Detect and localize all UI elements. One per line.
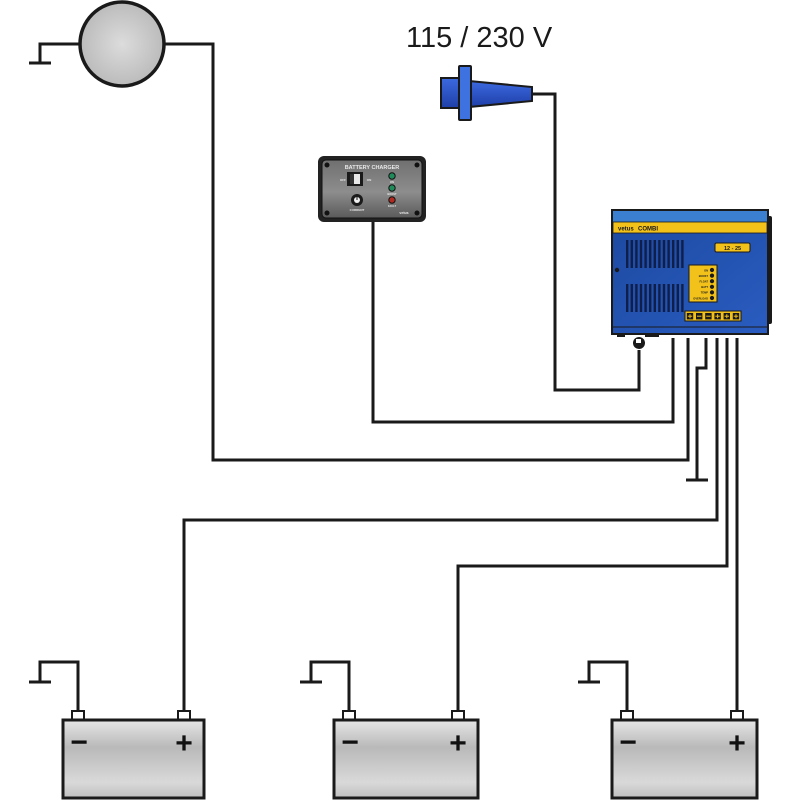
led-on-indicator — [388, 172, 396, 180]
rating-text: 12 - 25 — [724, 246, 741, 252]
vent-slot — [662, 284, 666, 312]
power-switch-rocker — [350, 174, 360, 184]
panel-brand: vetus — [399, 211, 408, 215]
vent-slot — [639, 284, 643, 312]
wires — [29, 42, 739, 712]
vent-slot — [658, 284, 661, 312]
vent-slot — [649, 240, 652, 268]
status-label: FLOAT — [700, 280, 709, 284]
vent-slot — [630, 240, 633, 268]
battery-1-positive-wire — [182, 338, 719, 712]
vent-slot — [662, 240, 666, 268]
status-led-indicator — [709, 284, 715, 289]
battery-case — [61, 718, 206, 800]
positive-symbol: + — [175, 727, 193, 760]
positive-symbol: + — [449, 727, 467, 760]
led-fault-label: FAULT — [388, 204, 397, 208]
battery-case — [332, 718, 480, 800]
terminal-strip — [684, 310, 742, 322]
led-boost-label: BOOST — [387, 192, 397, 196]
lamp-ground-wire — [38, 42, 80, 62]
status-label: ON — [704, 268, 708, 272]
vent-slot — [639, 240, 643, 268]
vent-slot — [658, 240, 661, 268]
lamp-bulb-icon — [78, 0, 166, 88]
negative-symbol: − — [70, 726, 88, 759]
switch-on-label: ON — [367, 178, 372, 182]
status-led-indicator — [709, 279, 715, 284]
charger-label-band — [612, 221, 768, 234]
status-label: TEMP — [701, 291, 708, 295]
vent-slot — [635, 284, 638, 312]
vent-slot — [676, 284, 679, 312]
panel-screw-icon — [414, 210, 420, 216]
led-boost-indicator — [388, 184, 396, 192]
vent-slot — [667, 284, 670, 312]
vent-slot — [626, 284, 629, 312]
battery-negative-wire — [587, 660, 629, 712]
charger-model: COMBI — [638, 227, 658, 233]
status-led-indicator — [709, 267, 715, 273]
vent-slot — [667, 240, 670, 268]
status-led-indicator — [709, 295, 715, 301]
battery-1[interactable]: −+ — [29, 660, 206, 800]
battery-case — [610, 718, 759, 800]
battery-negative-wire — [38, 660, 80, 712]
shore-power-plug[interactable] — [440, 65, 533, 121]
status-label: BATT — [701, 285, 708, 289]
battery-negative-wire — [309, 660, 351, 712]
panel-screw-icon — [324, 162, 330, 168]
vent-slot — [644, 240, 647, 268]
vent-slot — [626, 240, 629, 268]
plug-flange — [458, 65, 472, 121]
vent-slot — [672, 240, 675, 268]
status-label: OVERLOAD — [693, 296, 708, 300]
charger-ground-wire — [695, 338, 708, 480]
remote-panel-wire — [371, 222, 675, 424]
negative-symbol: − — [341, 726, 359, 759]
ac-supply-wire — [532, 92, 641, 392]
lamp[interactable] — [78, 0, 166, 88]
lamp-to-charger-wire — [164, 42, 690, 462]
status-led-indicator — [709, 273, 715, 278]
panel-screw-icon — [324, 210, 330, 216]
vent-slot — [653, 240, 656, 268]
remote-control-panel[interactable]: BATTERY CHARGER OFF ON CURRENT ON BOOST … — [318, 156, 426, 222]
positive-symbol: + — [728, 727, 746, 760]
rating-badge — [714, 242, 751, 253]
vent-slot — [681, 284, 684, 312]
battery-2[interactable]: −+ — [300, 660, 480, 800]
panel-screw-icon — [414, 162, 420, 168]
vent-slot — [635, 240, 638, 268]
vent-slot — [672, 284, 675, 312]
switch-off-label: OFF — [340, 178, 346, 182]
led-on-label: ON — [390, 180, 394, 184]
cooling-vents-lower — [626, 284, 684, 312]
panel-title: BATTERY CHARGER — [345, 165, 400, 171]
status-led-indicator — [709, 290, 715, 295]
negative-symbol: − — [619, 726, 637, 759]
vent-slot — [644, 284, 647, 312]
led-fault-indicator — [388, 196, 396, 204]
charger-top-band — [613, 211, 767, 222]
charger-brand: vetus — [618, 227, 634, 233]
vent-slot — [649, 284, 652, 312]
knob-label: CURRENT — [350, 208, 365, 212]
supply-voltage-label: 115 / 230 V — [406, 22, 553, 54]
vent-slot — [630, 284, 633, 312]
plug-cone — [468, 79, 533, 109]
vent-slot — [653, 284, 656, 312]
status-label: BOOST — [699, 274, 709, 278]
vent-slot — [676, 240, 679, 268]
battery-3[interactable]: −+ — [578, 660, 759, 800]
cooling-vents-upper — [626, 240, 684, 268]
battery-2-positive-wire — [456, 338, 729, 712]
vent-slot — [681, 240, 684, 268]
